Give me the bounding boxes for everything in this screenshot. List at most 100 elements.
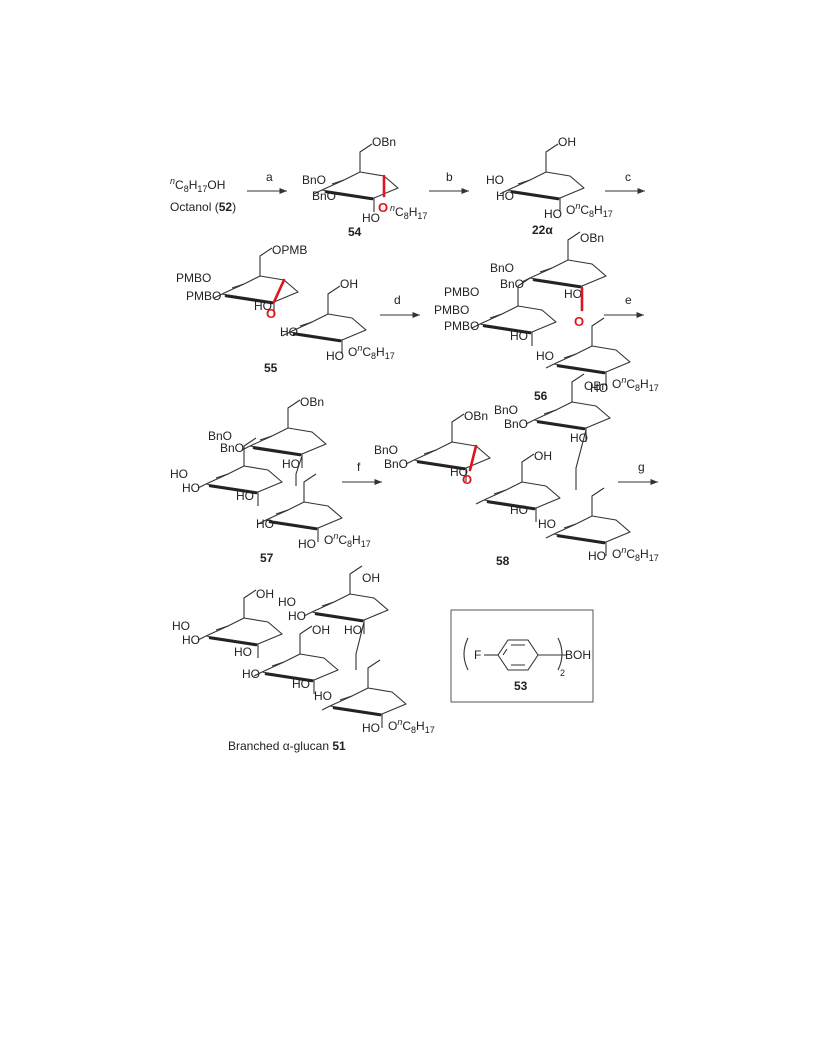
c58-obn-1: OBn — [464, 409, 488, 423]
step-f: f — [342, 460, 382, 486]
c56-pmbo-2: PMBO — [434, 303, 469, 317]
c58-red-o: O — [462, 472, 472, 487]
step-a-label: a — [266, 170, 273, 184]
compound-53-box: F BOH 2 53 — [450, 609, 594, 703]
c51-caption: Branched α-glucan 51 — [228, 739, 346, 753]
step-f-label: f — [357, 460, 361, 474]
c58-bno-1: BnO — [374, 443, 398, 457]
c51-oh-2: OH — [362, 571, 380, 585]
compound-51: OH HO HO HO OH HO HO HO OH HO HO HO HO O… — [172, 564, 435, 753]
c22-ho-2: HO — [496, 189, 514, 203]
c53-paren-left — [463, 637, 469, 671]
c51-ho-1: HO — [172, 619, 190, 633]
c55-oh: OH — [340, 277, 358, 291]
c56-r: OnC8H17 — [612, 375, 659, 393]
c51-ho-8: HO — [292, 677, 310, 691]
c55-ho-1: HO — [254, 299, 272, 313]
c56-label: 56 — [534, 389, 548, 403]
step-b: b — [429, 170, 469, 195]
c53-paren-right — [557, 637, 563, 671]
c54-ho: HO — [362, 211, 380, 225]
c58-ho-4: HO — [538, 517, 556, 531]
c52-formula: nC8H17OH — [170, 176, 225, 194]
c56-bno-1: BnO — [490, 261, 514, 275]
c54-bno-2: BnO — [312, 189, 336, 203]
c58-ho-3: HO — [510, 503, 528, 517]
c57-bno-2: BnO — [220, 441, 244, 455]
c51-ho-9: HO — [314, 689, 332, 703]
c51-oh-3: OH — [312, 623, 330, 637]
c57-label: 57 — [260, 551, 274, 565]
c22-label: 22α — [532, 223, 553, 237]
step-a: a — [247, 170, 287, 195]
step-g: g — [618, 460, 658, 486]
c54-r: nC8H17 — [390, 203, 427, 221]
c56-pmbo-1: PMBO — [444, 285, 479, 299]
c55-label: 55 — [264, 361, 278, 375]
c58-bno-2: BnO — [384, 457, 408, 471]
c57-ho-2: HO — [170, 467, 188, 481]
c51-oh-1: OH — [256, 587, 274, 601]
compound-56: OBn BnO BnO HO O PMBO PMBO PMBO HO HO HO… — [434, 230, 659, 403]
step-b-label: b — [446, 170, 453, 184]
c51-ho-7: HO — [242, 667, 260, 681]
step-e-label: e — [625, 293, 632, 307]
c57-ho-4: HO — [236, 489, 254, 503]
c51-ho-3: HO — [234, 645, 252, 659]
c55-ho-2: HO — [280, 325, 298, 339]
c58-oh: OH — [534, 449, 552, 463]
c55-r: OnC8H17 — [348, 343, 395, 361]
c56-ho-2: HO — [510, 329, 528, 343]
c54-label: 54 — [348, 225, 362, 239]
c53-subscript: 2 — [560, 668, 565, 678]
c52-name: Octanol (52) — [170, 200, 236, 214]
c51-r: OnC8H17 — [388, 717, 435, 735]
c54-red-o: O — [378, 200, 388, 215]
c56-ho-3: HO — [536, 349, 554, 363]
compound-57: OBn BnO BnO HO HO HO HO HO HO OnC8H17 57 — [170, 395, 371, 565]
c57-bno-1: BnO — [208, 429, 232, 443]
c51-ho-10: HO — [362, 721, 380, 735]
c55-ho-3: HO — [326, 349, 344, 363]
c56-obn: OBn — [580, 231, 604, 245]
c56-red-o: O — [574, 314, 584, 329]
c57-ho-5: HO — [256, 517, 274, 531]
c58-label: 58 — [496, 554, 510, 568]
c57-ho-1: HO — [282, 457, 300, 471]
c22-ho-1: HO — [486, 173, 504, 187]
c58-ho-1: HO — [450, 465, 468, 479]
c56-ho-1: HO — [564, 287, 582, 301]
compound-22a: OH HO HO HO OnC8H17 22α — [486, 135, 613, 237]
c55-opmb: OPMB — [272, 243, 307, 257]
c53-boh: BOH — [565, 648, 591, 662]
c58-bno-3: BnO — [494, 403, 518, 417]
c55-red-o: O — [266, 306, 276, 321]
c57-r: OnC8H17 — [324, 531, 371, 549]
compound-54: OBn BnO BnO HO O nC8H17 54 — [302, 135, 427, 239]
c53-label: 53 — [514, 679, 528, 693]
compound-55: OPMB PMBO PMBO HO O OH HO HO OnC8H17 55 — [176, 243, 395, 375]
c51-ho-6: HO — [344, 623, 362, 637]
step-c: c — [605, 170, 645, 195]
c56-ho-4: HO — [590, 381, 608, 395]
c51-ho-2: HO — [182, 633, 200, 647]
c56-pmbo-3: PMBO — [444, 319, 479, 333]
c55-pmbo-2: PMBO — [186, 289, 221, 303]
c57-obn: OBn — [300, 395, 324, 409]
c22-r: OnC8H17 — [566, 201, 613, 219]
c55-pmbo-1: PMBO — [176, 271, 211, 285]
c54-bno-1: BnO — [302, 173, 326, 187]
step-e: e — [604, 293, 644, 319]
step-d-label: d — [394, 293, 401, 307]
c22-oh: OH — [558, 135, 576, 149]
c52-n: n — [170, 176, 175, 186]
step-d: d — [380, 293, 420, 319]
c57-ho-3: HO — [182, 481, 200, 495]
c58-ho-5: HO — [588, 549, 606, 563]
c53-phenyl-double-bonds — [502, 644, 525, 666]
compound-52: nC8H17OH Octanol (52) — [170, 176, 236, 214]
c58-obn-2: OBn — [584, 379, 608, 393]
c57-ho-6: HO — [298, 537, 316, 551]
c58-r: OnC8H17 — [612, 545, 659, 563]
